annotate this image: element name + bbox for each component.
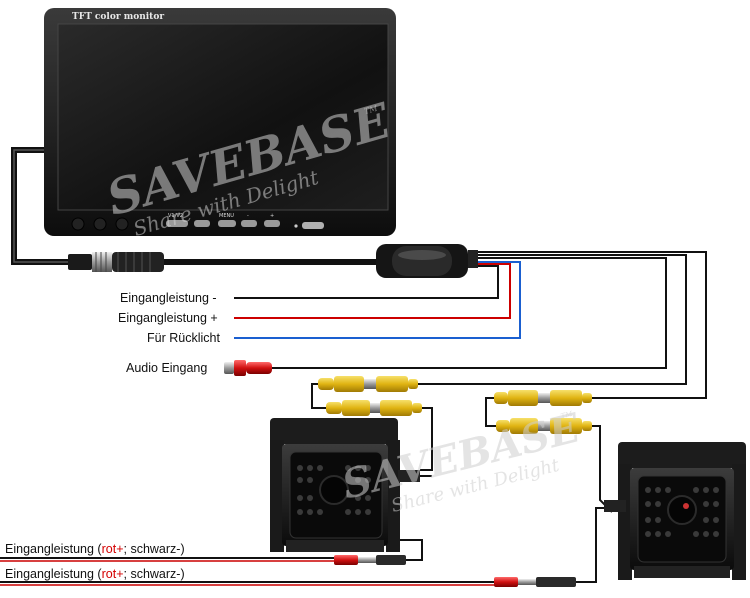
button-label-source: V1/V2	[168, 213, 183, 219]
din-connector	[68, 252, 164, 272]
wire-audio	[272, 257, 667, 369]
monitor-button-plus[interactable]	[264, 220, 280, 227]
watermark-tm: TM	[560, 410, 574, 421]
label-power-minus: Eingangleistung -	[120, 291, 217, 305]
wire-video-2	[468, 251, 707, 399]
label-power-plus: Eingangleistung +	[118, 311, 218, 325]
monitor-cable-highlight	[13, 149, 72, 263]
monitor-button-source[interactable]	[166, 220, 188, 227]
label-camera1-power: Eingangleistung (rot+; schwarz-)	[5, 542, 185, 556]
camera2-power-lead	[0, 507, 604, 587]
monitor-button-extra[interactable]	[302, 222, 324, 229]
monitor-screen	[57, 23, 389, 211]
monitor-button-minus[interactable]	[241, 220, 257, 227]
monitor-buttons[interactable]: V1/V2 MENU - +	[166, 213, 324, 229]
wire-sheath	[468, 250, 478, 268]
wire-reverse-light	[234, 261, 521, 339]
speaker-hole	[115, 217, 129, 231]
wire-video-1	[418, 254, 687, 385]
monitor-title: TFT color monitor	[72, 12, 164, 22]
cable-splitter	[376, 244, 468, 278]
monitor-button-power[interactable]	[194, 220, 210, 227]
camera1-power-lead	[0, 539, 423, 565]
label-camera2-power: Eingangleistung (rot+; schwarz-)	[5, 567, 185, 581]
audio-rca-connector	[224, 360, 272, 376]
wire-power-plus	[234, 263, 511, 319]
monitor-button-menu[interactable]	[218, 220, 236, 227]
button-label-plus: +	[270, 213, 274, 219]
monitor: TFT color monitor V1/V2 MENU - +	[44, 8, 396, 236]
wire-power-minus	[234, 265, 499, 299]
label-audio-in: Audio Eingang	[126, 361, 207, 375]
button-label-menu: MENU	[219, 213, 234, 219]
speaker-hole	[93, 217, 107, 231]
camera-1	[270, 418, 432, 552]
camera-2	[604, 442, 746, 580]
button-label-minus: -	[247, 213, 249, 219]
label-reverse-light: Für Rücklicht	[147, 331, 220, 345]
camera2-video-connectors	[485, 390, 613, 513]
power-led	[294, 224, 298, 228]
watermark-tm: TM	[363, 103, 379, 116]
speaker-hole	[71, 217, 85, 231]
camera1-video-connectors	[311, 376, 433, 471]
